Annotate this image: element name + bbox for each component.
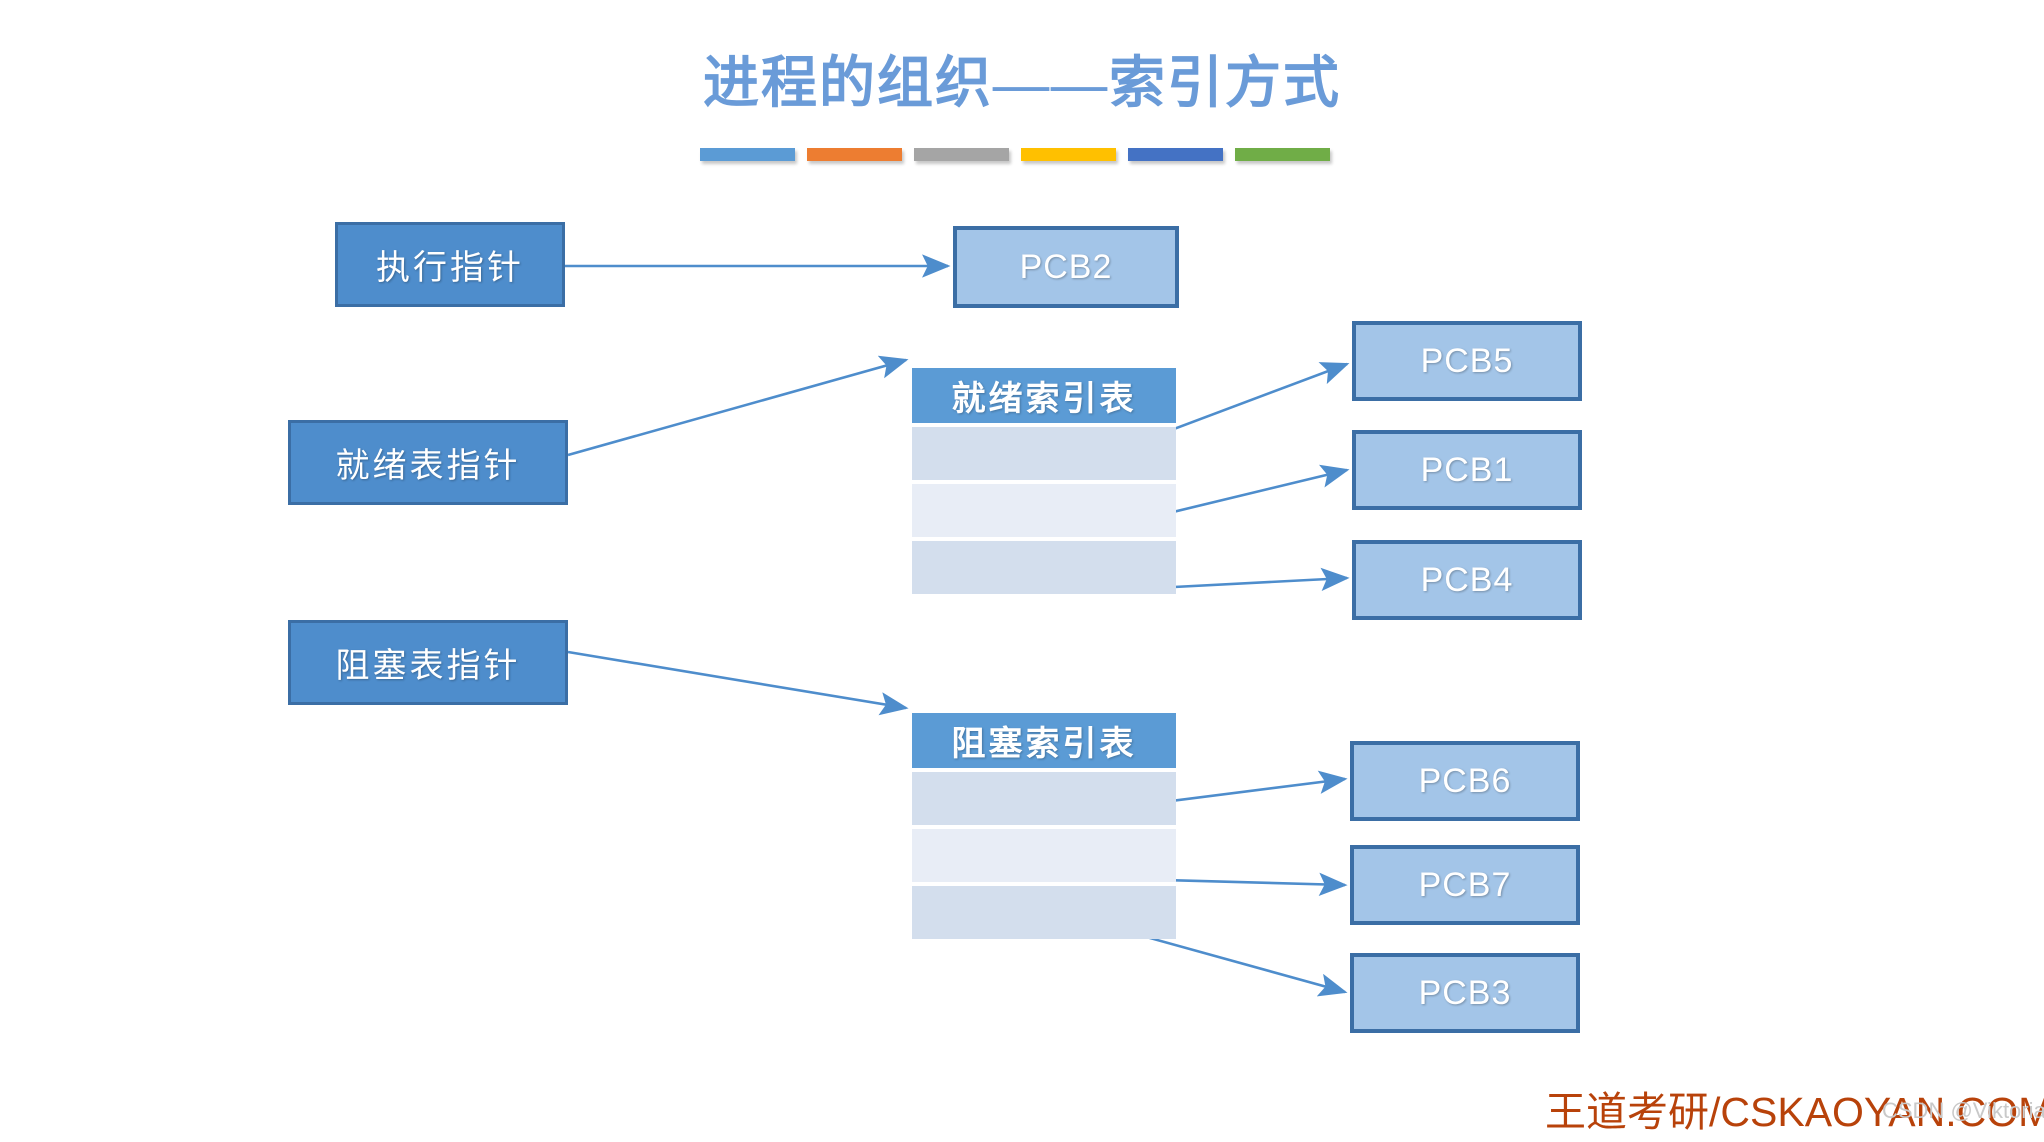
pcb-box[interactable]: PCB7 bbox=[1350, 845, 1580, 925]
pcb-box-label: PCB4 bbox=[1420, 560, 1514, 599]
index-table-row[interactable] bbox=[912, 541, 1176, 594]
bar-blue bbox=[700, 148, 795, 161]
pcb-box[interactable]: PCB6 bbox=[1350, 741, 1580, 821]
pcb-box-label: PCB3 bbox=[1418, 973, 1512, 1012]
index-table-row[interactable] bbox=[912, 886, 1176, 939]
blocked-index-table: 阻塞索引表 bbox=[912, 713, 1176, 939]
index-table-header: 阻塞索引表 bbox=[912, 713, 1176, 768]
ready-pointer-to-ready-table bbox=[567, 355, 909, 457]
bar-green bbox=[1235, 148, 1330, 161]
pointer-box-label: 就绪表指针 bbox=[335, 448, 521, 485]
title-accent-bars bbox=[700, 148, 1330, 164]
pcb-box-label: PCB5 bbox=[1420, 341, 1514, 380]
footer-watermark: CSDN @Viktoriae bbox=[1882, 1098, 2044, 1123]
pointer-box[interactable]: 执行指针 bbox=[335, 222, 565, 307]
bar-dark-blue bbox=[1128, 148, 1223, 161]
index-table-row[interactable] bbox=[912, 829, 1176, 882]
index-table-header: 就绪索引表 bbox=[912, 368, 1176, 423]
pcb-box[interactable]: PCB5 bbox=[1352, 321, 1582, 401]
bar-orange bbox=[807, 148, 902, 161]
pointer-box[interactable]: 阻塞表指针 bbox=[288, 620, 568, 705]
pointer-box[interactable]: 就绪表指针 bbox=[288, 420, 568, 505]
pcb-box-label: PCB7 bbox=[1418, 865, 1512, 904]
index-table-row[interactable] bbox=[912, 427, 1176, 480]
pcb-box-label: PCB2 bbox=[1019, 247, 1113, 286]
index-table-row[interactable] bbox=[912, 484, 1176, 537]
blocked-pointer-to-blocked-table bbox=[567, 650, 909, 716]
pcb-box[interactable]: PCB3 bbox=[1350, 953, 1580, 1033]
ready-index-table: 就绪索引表 bbox=[912, 368, 1176, 594]
pcb-box-label: PCB1 bbox=[1420, 450, 1514, 489]
bar-gray bbox=[914, 148, 1009, 161]
page-title: 进程的组织——索引方式 bbox=[703, 53, 1341, 115]
bar-yellow bbox=[1021, 148, 1116, 161]
index-table-row[interactable] bbox=[912, 772, 1176, 825]
footer-brand: 王道考研/CSKAOYAN.COM bbox=[1545, 1089, 2044, 1135]
pcb-box-label: PCB6 bbox=[1418, 761, 1512, 800]
pcb-box[interactable]: PCB1 bbox=[1352, 430, 1582, 510]
pointer-box-label: 执行指针 bbox=[376, 250, 524, 287]
pointer-box-label: 阻塞表指针 bbox=[335, 648, 521, 685]
pcb-box[interactable]: PCB2 bbox=[953, 226, 1179, 308]
pcb-box[interactable]: PCB4 bbox=[1352, 540, 1582, 620]
